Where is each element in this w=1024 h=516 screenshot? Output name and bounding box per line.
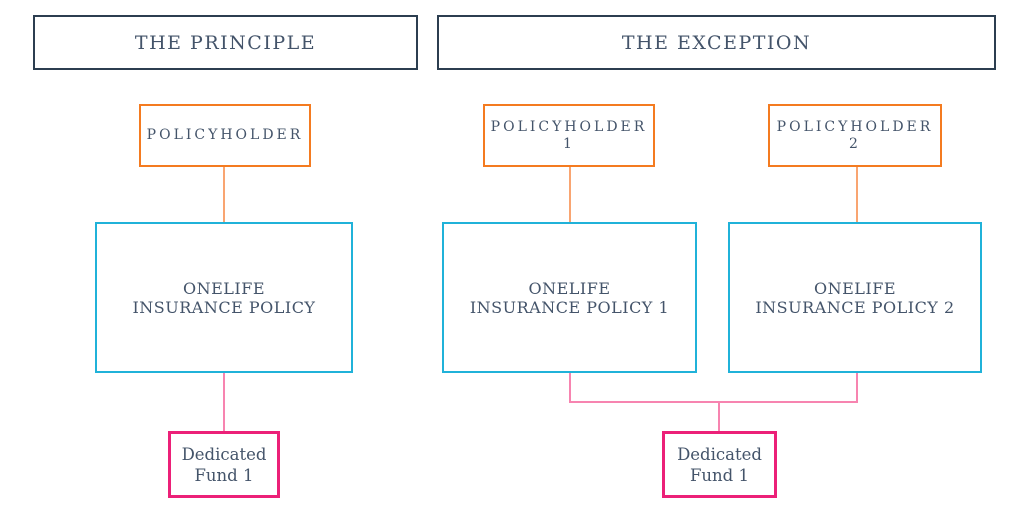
policyholder-2-label-line1: POLICYHOLDER: [776, 118, 934, 135]
onelife-policy-2-label-line2: INSURANCE POLICY 2: [755, 297, 955, 317]
onelife-policy-label-line1: ONELIFE: [182, 278, 266, 298]
connector-policyholder2-to-policy2: [856, 167, 858, 223]
dedicated-fund-box-exception: Dedicated Fund 1: [662, 431, 777, 498]
connector-policy2-drop: [856, 373, 858, 403]
onelife-policy-1-box: ONELIFE INSURANCE POLICY 1: [442, 222, 697, 373]
onelife-policy-label-line2: INSURANCE POLICY: [132, 297, 316, 317]
exception-title: THE EXCEPTION: [621, 31, 812, 54]
principle-title: THE PRINCIPLE: [134, 31, 317, 54]
onelife-policy-2-box: ONELIFE INSURANCE POLICY 2: [728, 222, 982, 373]
connector-merge-to-fund: [718, 403, 720, 431]
fund-label-line2: Fund 1: [194, 465, 254, 485]
onelife-policy-box: ONELIFE INSURANCE POLICY: [95, 222, 353, 373]
fund-exception-label-line2: Fund 1: [689, 465, 749, 485]
exception-header-box: THE EXCEPTION: [437, 15, 996, 70]
connector-policy1-drop: [569, 373, 571, 403]
connector-policyholder-to-policy: [223, 167, 225, 223]
policyholder-1-label-line1: POLICYHOLDER: [490, 118, 648, 135]
connector-policyholder1-to-policy1: [569, 167, 571, 223]
policyholder-1-label-line2: 1: [563, 135, 575, 152]
policyholder-box: POLICYHOLDER: [139, 104, 311, 167]
onelife-policy-2-label-line1: ONELIFE: [813, 278, 897, 298]
policyholder-1-box: POLICYHOLDER 1: [483, 104, 655, 167]
policyholder-2-box: POLICYHOLDER 2: [768, 104, 942, 167]
dedicated-fund-box-principle: Dedicated Fund 1: [168, 431, 280, 498]
policyholder-label: POLICYHOLDER: [146, 127, 304, 143]
connector-policy-to-fund: [223, 373, 225, 431]
connector-merge-bar: [569, 401, 858, 403]
principle-header-box: THE PRINCIPLE: [33, 15, 418, 70]
onelife-policy-1-label-line1: ONELIFE: [528, 278, 611, 298]
fund-label-line1: Dedicated: [181, 444, 267, 464]
onelife-policy-1-label-line2: INSURANCE POLICY 1: [469, 297, 670, 317]
fund-exception-label-line1: Dedicated: [677, 444, 762, 464]
policyholder-2-label-line2: 2: [849, 135, 861, 152]
